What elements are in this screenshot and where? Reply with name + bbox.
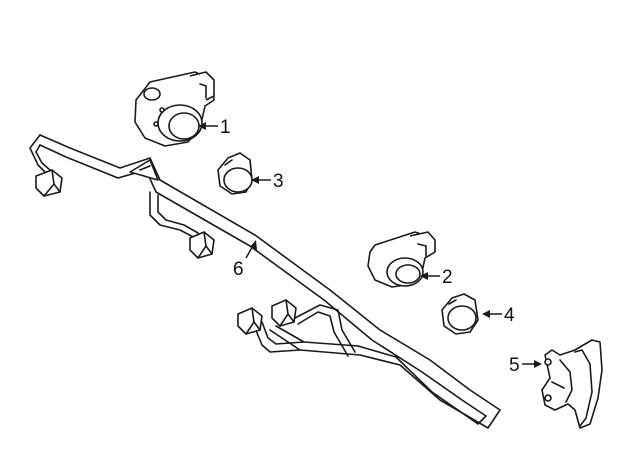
callout-2-label: 2 bbox=[442, 267, 453, 288]
callout-5-label: 5 bbox=[509, 355, 520, 376]
park-sensor-icon[interactable] bbox=[134, 71, 215, 147]
callout-1: 1 bbox=[198, 117, 231, 138]
sensor-bracket-icon[interactable] bbox=[541, 339, 603, 429]
callout-2: 2 bbox=[420, 267, 453, 288]
callout-6: 6 bbox=[233, 240, 257, 280]
sensor-retainer-icon[interactable] bbox=[441, 293, 479, 335]
wiring-harness-icon[interactable] bbox=[29, 134, 501, 429]
callout-6-label: 6 bbox=[233, 259, 244, 280]
sensor-retainer-icon[interactable] bbox=[217, 152, 253, 195]
callout-3-label: 3 bbox=[273, 171, 284, 192]
callout-4: 4 bbox=[482, 305, 515, 326]
callout-5: 5 bbox=[509, 355, 542, 376]
callout-3: 3 bbox=[251, 171, 284, 192]
callout-4-label: 4 bbox=[504, 305, 515, 326]
park-sensor-icon[interactable] bbox=[367, 231, 436, 288]
callout-1-label: 1 bbox=[220, 117, 231, 138]
